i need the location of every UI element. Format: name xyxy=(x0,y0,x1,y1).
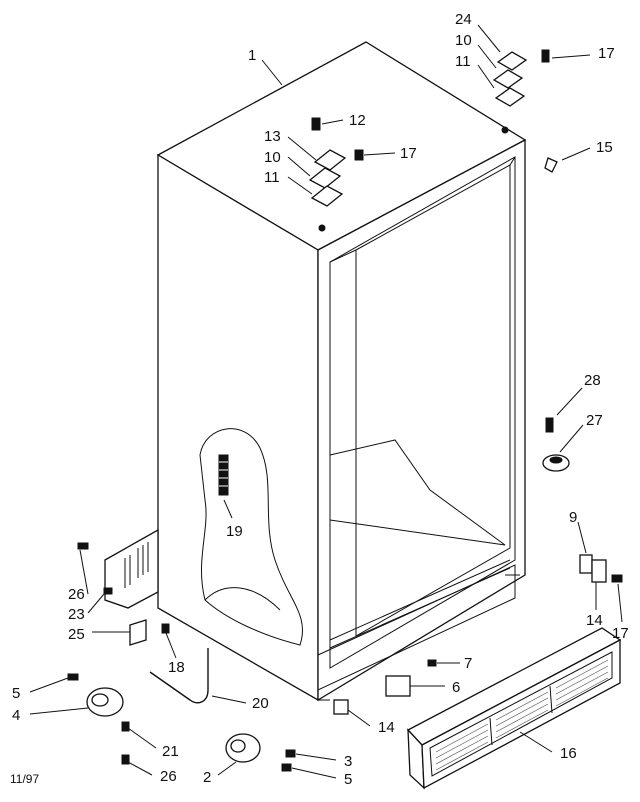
callout-19: 19 xyxy=(226,523,243,540)
callout-24: 24 xyxy=(455,11,472,28)
drain-tube xyxy=(149,648,209,704)
callout-13: 13 xyxy=(264,128,281,145)
callout-11-center: 11 xyxy=(264,169,280,186)
callout-9: 9 xyxy=(569,509,577,526)
callout-5-left: 5 xyxy=(12,685,20,702)
callout-26-left: 26 xyxy=(68,586,85,603)
toe-grille xyxy=(406,627,622,790)
callout-17-top-right: 17 xyxy=(598,45,615,62)
callout-26-bottom: 26 xyxy=(160,768,177,785)
callout-14-right: 14 xyxy=(586,612,603,629)
side-panel xyxy=(77,528,170,646)
callout-4: 4 xyxy=(12,707,20,724)
callout-21: 21 xyxy=(162,743,179,760)
revision-date: 11/97 xyxy=(10,772,39,786)
clip-part xyxy=(544,157,558,173)
leader-lines xyxy=(29,24,623,779)
callout-15: 15 xyxy=(596,139,613,156)
bracket-27 xyxy=(542,417,570,472)
callout-10-top-right: 10 xyxy=(455,32,472,49)
wall-cutaway xyxy=(199,428,304,646)
callout-17-center: 17 xyxy=(400,145,417,162)
callout-2: 2 xyxy=(203,769,211,786)
callout-7: 7 xyxy=(464,655,472,672)
callout-14-center: 14 xyxy=(378,719,395,736)
callout-10-center: 10 xyxy=(264,149,281,166)
cabinet-outline xyxy=(156,41,527,702)
callout-12: 12 xyxy=(349,112,366,129)
callout-25: 25 xyxy=(68,626,85,643)
coil-spring xyxy=(218,454,229,496)
callout-18: 18 xyxy=(168,659,185,676)
clip-14 xyxy=(333,699,349,715)
roller-assembly-left xyxy=(67,673,130,765)
callout-1: 1 xyxy=(248,47,256,64)
callout-27: 27 xyxy=(586,412,603,429)
top-hinge-right xyxy=(492,49,550,134)
callout-6: 6 xyxy=(452,679,460,696)
roller-assembly-center xyxy=(225,733,296,772)
callout-3: 3 xyxy=(344,753,352,770)
bracket-6 xyxy=(385,659,437,697)
callout-17-right: 17 xyxy=(612,625,629,642)
bracket-9 xyxy=(579,554,623,583)
callout-28: 28 xyxy=(584,372,601,389)
callout-16: 16 xyxy=(560,745,577,762)
callout-5-bottom: 5 xyxy=(344,771,352,788)
callout-11-top-right: 11 xyxy=(455,53,471,70)
callout-20: 20 xyxy=(252,695,269,712)
top-hinge-center xyxy=(308,117,364,232)
callout-23: 23 xyxy=(68,606,85,623)
